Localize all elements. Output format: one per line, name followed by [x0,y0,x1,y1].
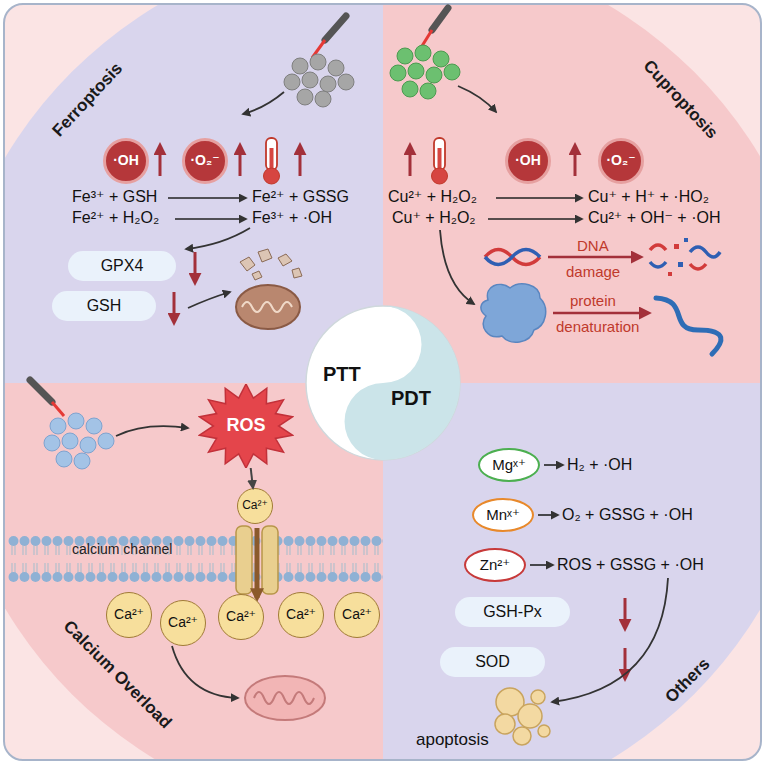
calcium-ion: Ca²⁺ [278,592,324,638]
radical-badge: ·O₂⁻ [598,138,644,184]
radical-badge: ·OH [505,138,551,184]
sector-fill [5,383,383,759]
level-pill: GSH-Px [455,597,570,627]
node-label: GPX4 [101,257,144,275]
product-term: H₂ + ·OH [567,456,632,474]
level-pill: SOD [440,647,545,677]
reaction-term: Cu²⁺ + OH⁻ + ·OH [588,209,720,227]
calcium-ion: Ca²⁺ [160,600,206,646]
level-pill: GPX4 [68,251,176,281]
reaction-term: Cu²⁺ + H₂O₂ [388,188,477,206]
process-label: denaturation [556,318,639,335]
ros-burst: ROS [198,384,294,468]
node-label: ·OH [515,153,541,168]
node-label: GSH-Px [483,603,542,621]
yin-half [306,306,460,460]
node-label: Ca²⁺ [242,499,268,512]
sector-fill [383,5,760,383]
radical-badge: ·O₂⁻ [182,138,228,184]
structure-label: calcium channel [72,541,172,557]
flow-connector [251,468,253,488]
node-label: Mgˣ⁺ [492,457,526,474]
node-label: Ca²⁺ [168,615,198,630]
node-label: ·OH [113,153,139,168]
node-label: ·O₂⁻ [190,153,219,168]
calcium-ion: Ca²⁺ [218,594,264,640]
metal-ion: Mnˣ⁺ [472,498,534,532]
process-label: damage [566,263,620,280]
reaction-term: Fe²⁺ + GSSG [252,188,349,206]
node-label: Ca²⁺ [114,607,144,622]
node-label: Ca²⁺ [342,607,372,622]
metal-ion: Zn²⁺ [464,548,526,582]
process-label: DNA [577,237,609,254]
calcium-ion: Ca²⁺ [237,488,273,524]
yang-half [345,306,460,460]
burst-outline [199,384,293,468]
reaction-term: Fe³⁺ + ·OH [252,209,332,227]
node-label: Ca²⁺ [226,609,256,624]
therapy-label: PTT [323,363,361,385]
level-pill: GSH [52,291,156,321]
product-term: O₂ + GSSG + ·OH [562,506,693,524]
node-label: ROS [226,416,265,436]
reaction-term: Fe³⁺ + GSH [72,188,157,206]
process-label: protein [570,292,616,309]
node-label: Zn²⁺ [480,557,510,574]
mechanism-sector: Calcium OverloadROSCa²⁺Ca²⁺Ca²⁺Ca²⁺Ca²⁺C… [5,383,383,759]
node-label: Mnˣ⁺ [486,507,520,524]
yin-yang-core: PTT PDT [305,305,461,461]
calcium-ion: Ca²⁺ [334,592,380,638]
calcium-ion: Ca²⁺ [106,592,152,638]
reaction-term: Cu⁺ + H₂O₂ [392,209,476,227]
node-label: ·O₂⁻ [606,153,635,168]
node-label: SOD [475,653,510,671]
outcome-label: apoptosis [416,730,489,750]
metal-ion: Mgˣ⁺ [478,448,540,482]
sector-shape [5,383,383,759]
sector-fill [383,383,760,759]
reaction-term: Fe²⁺ + H₂O₂ [72,209,159,227]
therapy-label: PDT [391,387,431,409]
sector-fill [5,5,383,383]
radical-badge: ·OH [103,138,149,184]
node-label: Ca²⁺ [286,607,316,622]
node-label: GSH [87,297,122,315]
reaction-term: Cu⁺ + H⁺ + ·HO₂ [588,188,709,206]
product-term: ROS + GSSG + ·OH [557,556,704,574]
